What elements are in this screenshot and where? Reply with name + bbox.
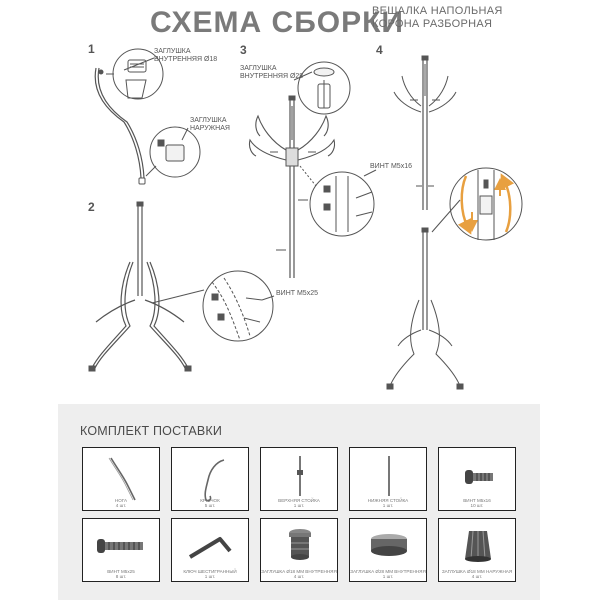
step-2-number: 2	[88, 200, 95, 214]
kit-item-qty: 4 шт.	[293, 574, 305, 579]
kit-item-upper-rack: ВЕРХНЯЯ СТОЙКА 1 шт.	[260, 447, 338, 511]
kit-item-label: КРЮЧОК	[200, 498, 220, 503]
step-3-zoom-inner-plug	[297, 61, 351, 115]
kit-item-qty: 5 шт.	[204, 503, 216, 508]
kit-item-hex-key: КЛЮЧ ШЕСТИГРАННЫЙ 1 шт.	[171, 518, 249, 582]
kit-item-label: ЗАГЛУШКА Ø18 ММ НАРУЖНАЯ	[441, 569, 513, 574]
step-1-zoom-outer-cap	[145, 126, 201, 178]
hex-key-icon	[188, 537, 232, 559]
step-1-zoom-inner-plug	[106, 48, 164, 100]
step-4-zoom-joint	[449, 167, 523, 241]
hook-icon	[204, 459, 225, 502]
kit-item-qty: 4 шт.	[115, 503, 127, 508]
screw-long-icon	[97, 539, 143, 553]
kit-item-qty: 8 шт.	[115, 574, 127, 579]
plug-18-icon	[289, 529, 311, 560]
kit-item-qty: 1 шт.	[293, 503, 305, 508]
leg-icon	[108, 457, 136, 501]
plug-28-icon	[371, 534, 407, 556]
step-1-leg-drawing	[94, 67, 146, 185]
kit-item-label: НИЖНЯЯ СТОЙКА	[367, 498, 409, 503]
step-2-callout-screw: ВИНТ М5х25	[276, 290, 318, 297]
kit-item-lower-rack: НИЖНЯЯ СТОЙКА 1 шт.	[349, 447, 427, 511]
kit-item-label: ЗАГЛУШКА Ø28 ММ ВНУТРЕННЯЯ	[350, 569, 426, 574]
kit-item-label: ЗАГЛУШКА Ø18 ММ ВНУТРЕННЯЯ	[261, 569, 337, 574]
kit-item-qty: 10 шт.	[470, 503, 484, 508]
kit-item-plug-28-inner: ЗАГЛУШКА Ø28 ММ ВНУТРЕННЯЯ 1 шт.	[349, 518, 427, 582]
step-3-zoom-screw	[299, 165, 377, 237]
kit-item-hook: КРЮЧОК 5 шт.	[171, 447, 249, 511]
kit-item-qty: 1 шт.	[382, 503, 394, 508]
kit-item-label: ВЕРХНЯЯ СТОЙКА	[278, 498, 320, 503]
kit-item-cap-18-outer: ЗАГЛУШКА Ø18 ММ НАРУЖНАЯ 4 шт.	[438, 518, 516, 582]
step-4-upper-part	[393, 55, 457, 210]
kit-item-label: КЛЮЧ ШЕСТИГРАННЫЙ	[183, 569, 237, 574]
kit-item-qty: 4 шт.	[471, 574, 483, 579]
kit-item-qty: 1 шт.	[382, 574, 394, 579]
step-4-number: 4	[376, 43, 383, 57]
kit-item-qty: 1 шт.	[204, 574, 216, 579]
kit-item-screw-m5x25: ВИНТ М5х25 8 шт.	[82, 518, 160, 582]
lower-rack-icon	[388, 456, 390, 496]
upper-rack-icon	[297, 456, 303, 496]
kit-item-leg: НОГА 4 шт.	[82, 447, 160, 511]
kit-item-label: ВИНТ М5х25	[107, 569, 135, 574]
step-3-callout-screw: ВИНТ М5х16	[370, 163, 412, 170]
subtitle-line-1: ВЕШАЛКА НАПОЛЬНАЯ	[372, 5, 503, 17]
kit-item-label: ВИНТ М5х16	[463, 498, 491, 503]
screw-short-icon	[465, 470, 493, 484]
step-4-lower-part	[386, 199, 464, 390]
kit-item-screw-m5x16: ВИНТ М5х16 10 шт.	[438, 447, 516, 511]
kit-item-label: НОГА	[114, 498, 128, 503]
page-title: СХЕМА СБОРКИ	[150, 6, 404, 39]
step-3-number: 3	[240, 43, 247, 57]
assembly-diagram	[88, 48, 523, 390]
kit-item-plug-18-inner: ЗАГЛУШКА Ø18 ММ ВНУТРЕННЯЯ 4 шт.	[260, 518, 338, 582]
subtitle-line-2: КОРОНА РАЗБОРНАЯ	[372, 18, 493, 30]
step-1-number: 1	[88, 42, 95, 56]
cap-18-icon	[465, 530, 491, 562]
step-2-zoom-screw	[202, 270, 275, 342]
step-2-base-drawing	[88, 201, 205, 372]
step-3-upper-rack-drawing	[248, 71, 336, 278]
kit-title: КОМПЛЕКТ ПОСТАВКИ	[80, 424, 223, 438]
